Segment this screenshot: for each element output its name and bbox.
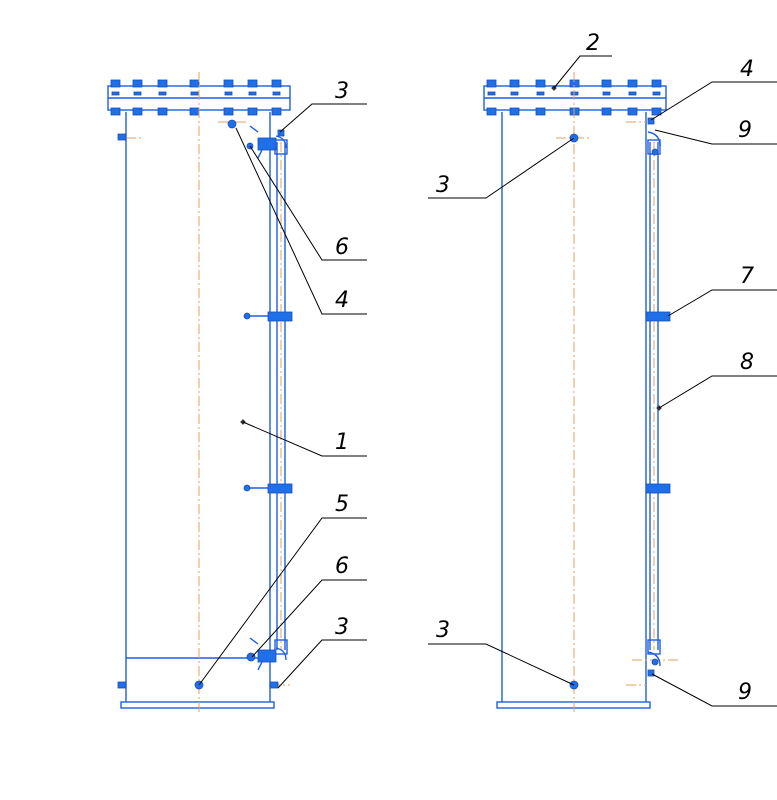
svg-text:1: 1	[335, 430, 349, 455]
svg-text:3: 3	[436, 618, 450, 643]
svg-text:3: 3	[335, 615, 349, 640]
svg-text:6: 6	[335, 235, 349, 260]
svg-text:5: 5	[335, 492, 349, 517]
callout-r-4: 4	[650, 57, 777, 121]
top-flange	[483, 79, 667, 116]
svg-text:4: 4	[740, 57, 754, 82]
svg-text:7: 7	[740, 264, 754, 289]
svg-text:2: 2	[586, 31, 600, 56]
callout-l-5: 5	[198, 492, 367, 686]
svg-text:3: 3	[436, 173, 450, 198]
callout-l-6b: 6	[251, 554, 367, 658]
vessel-body	[120, 112, 275, 709]
callout-l-3b: 3	[277, 615, 367, 689]
svg-text:6: 6	[335, 554, 349, 579]
callout-r-2: 2	[553, 31, 612, 89]
callout-r-3b: 3	[428, 618, 575, 686]
svg-text:3: 3	[335, 79, 349, 104]
level-gauge	[645, 117, 671, 677]
callout-r-8: 8	[658, 350, 777, 409]
svg-text:4: 4	[335, 288, 349, 313]
callout-l-4: 4	[235, 127, 367, 315]
right-view	[483, 72, 680, 712]
callout-r-3a: 3	[428, 137, 575, 199]
bottom-valve	[194, 637, 287, 690]
callout-r-9b: 9	[651, 673, 777, 707]
callout-l-6a: 6	[249, 145, 367, 261]
left-view	[107, 72, 293, 712]
callouts: 3 6 4 1 5 6 3 2	[198, 31, 777, 707]
callout-r-7: 7	[667, 264, 777, 317]
level-gauge	[243, 139, 293, 655]
callout-l-3a: 3	[279, 79, 367, 133]
svg-text:8: 8	[740, 350, 754, 375]
svg-text:9: 9	[738, 680, 752, 705]
callout-l-1: 1	[242, 421, 367, 457]
callout-r-9a: 9	[654, 118, 777, 145]
svg-text:9: 9	[738, 118, 752, 143]
